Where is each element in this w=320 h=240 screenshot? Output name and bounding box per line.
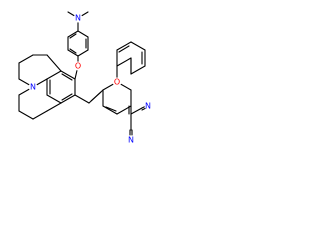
ether-oxygen-label: O [75, 62, 81, 71]
bond [130, 65, 146, 75]
atom-labels: N O N O N N [28, 13, 152, 145]
bond [74, 94, 90, 104]
bond [77, 30, 89, 38]
bond [67, 49, 79, 57]
bond [69, 48, 77, 54]
bond [61, 73, 73, 81]
nitrile-nitrogen-bottom-label: N [128, 136, 134, 145]
bond [61, 93, 73, 101]
bond [102, 105, 118, 115]
nitrile-nitrogen-top-label: N [145, 102, 151, 111]
bond [60, 94, 76, 104]
pyran-oxygen-label: O [114, 78, 120, 87]
julolidine-nitrogen-label: N [30, 83, 36, 92]
molecule-structure: N O N O N N [18, 11, 152, 145]
bond [116, 41, 132, 51]
bond [46, 102, 62, 112]
amine-nitrogen-label: N [75, 14, 81, 23]
bond [32, 110, 48, 120]
bond [60, 70, 76, 80]
bond [46, 70, 62, 80]
bond [141, 107, 147, 111]
bond [69, 33, 77, 39]
bond [90, 91, 102, 102]
bond [18, 110, 34, 120]
bond [105, 106, 117, 112]
bond [67, 30, 79, 38]
bond [18, 54, 34, 64]
bond [77, 49, 89, 57]
chromene-group [102, 41, 147, 136]
bond [118, 45, 130, 53]
bond [46, 94, 62, 104]
bond [130, 107, 143, 115]
bond [116, 57, 132, 67]
bond [46, 54, 62, 72]
bond [130, 41, 146, 51]
